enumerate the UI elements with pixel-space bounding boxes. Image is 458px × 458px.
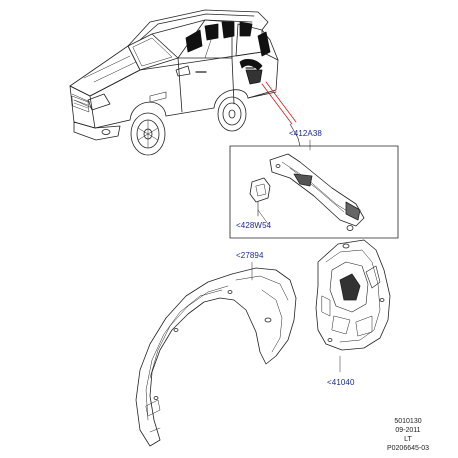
part-27894-drawing	[135, 267, 297, 447]
detail-box	[229, 145, 399, 239]
callout-27894: <27894	[236, 251, 264, 260]
callout-428W54: <428W54	[236, 221, 272, 230]
reference-line-2: 09-2011	[395, 427, 421, 434]
part-428W54-drawing	[249, 177, 271, 217]
callout-leaders	[251, 139, 341, 373]
reference-line-3: LT	[404, 436, 412, 443]
vehicle-highlighted-parts	[185, 21, 271, 85]
red-leader-lines	[261, 81, 297, 125]
callout-412A38: <412A38	[289, 129, 322, 138]
part-412A38-drawing	[269, 153, 365, 231]
reference-block: 5010130 09-2011 LT P0206645-03	[378, 417, 438, 453]
callout-41040: <41040	[327, 378, 355, 387]
reference-line-4: P0206645-03	[386, 445, 430, 452]
part-41040-drawing	[315, 239, 391, 351]
reference-line-1: 5010130	[394, 418, 422, 425]
